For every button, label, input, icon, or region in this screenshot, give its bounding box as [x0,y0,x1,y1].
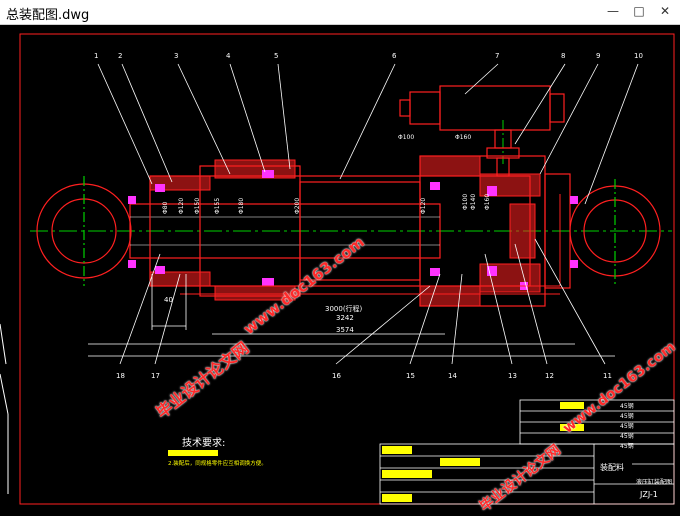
callout-number: 10 [634,52,643,60]
diameter-label: Φ100 [462,193,469,210]
callout-number: 4 [226,52,231,60]
dim-40: 40 [164,296,173,304]
bom-material: 45钢 [620,423,634,430]
callout-number: 2 [118,52,123,60]
title-block-main: 装配料 [600,463,624,472]
window-title: 总装配图.dwg [6,8,90,23]
minimize-button[interactable]: — [607,4,619,18]
callout-number: 7 [495,52,500,60]
callout-number: 11 [603,372,612,380]
diameter-label: Φ200 [294,197,301,214]
bom-material: 45钢 [620,403,634,410]
dimension-lines [88,274,615,357]
tech-requirements-title: 技术要求: [182,438,226,449]
title-block-subtitle: 液压缸装配图 [636,479,673,486]
bom-material: 45钢 [620,433,634,440]
diameter-label: Φ120 [420,197,427,214]
callout-number: 1 [94,52,99,60]
tech-requirements: 技术要求: 2.装配后，同规格零件应互相调换方便。 [168,434,378,467]
bom-material: 45钢 [620,413,634,420]
left-eye [36,176,132,286]
callout-number: 8 [561,52,566,60]
diameter-label: Φ155 [214,197,221,214]
diameter-label: Φ100 [398,134,415,141]
callout-number: 6 [392,52,397,60]
bom-material: 45钢 [620,443,634,450]
frame-marks [0,323,9,494]
valve-assembly [399,85,565,177]
callout-number: 12 [545,372,554,380]
title-block-number: JZJ-1 [640,490,658,499]
tech-requirements-text: 2.装配后，同规格零件应互相调换方便。 [168,461,267,467]
diameter-label: Φ160 [484,193,491,210]
title-block-fill [168,402,584,502]
callout-number: 16 [332,372,341,380]
dim-3574: 3574 [336,326,354,334]
callout-number: 17 [151,372,160,380]
diameter-label: Φ140 [470,193,477,210]
dim-3000: 3000(行程) [325,305,363,313]
piston-rod [129,203,441,259]
oil-pipe [180,194,561,295]
window-titlebar: 总装配图.dwg — □ ✕ [0,0,680,25]
callout-number: 13 [508,372,517,380]
diameter-label: Φ150 [194,197,201,214]
drawing-frame [19,33,675,505]
diameter-label: Φ180 [238,197,245,214]
maximize-button[interactable]: □ [633,4,645,18]
diameter-label: Φ80 [162,201,169,214]
callout-number: 18 [116,372,125,380]
dim-3242: 3242 [336,314,354,322]
title-block-frame [379,399,675,505]
close-button[interactable]: ✕ [659,4,671,18]
callout-number: 15 [406,372,415,380]
callout-number: 9 [596,52,601,60]
diameter-label: Φ160 [455,134,472,141]
callout-number: 3 [174,52,179,60]
callout-number: 5 [274,52,279,60]
diameter-label: Φ120 [178,197,185,214]
callout-number: 14 [448,372,457,380]
leader-lines [97,63,639,365]
